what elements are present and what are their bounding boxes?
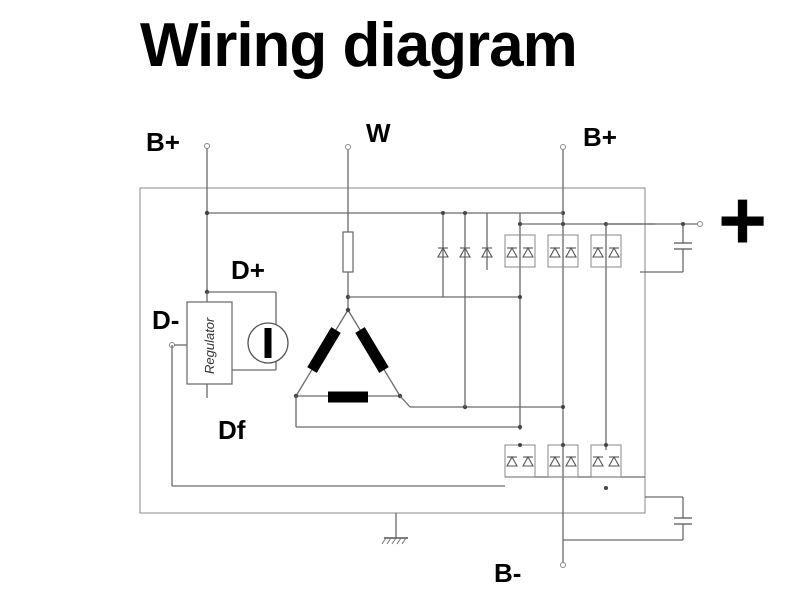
lower-diode-bridge [504, 405, 645, 490]
terminal-label-b-plus-right: B+ [583, 122, 617, 152]
terminal-w [345, 144, 351, 150]
terminal-label-df: Df [218, 415, 246, 445]
terminal-label-d-plus: D+ [231, 255, 265, 285]
terminal-b-plus-right [560, 144, 566, 150]
exciter-diodes [437, 211, 493, 407]
terminal-label-w: W [366, 118, 391, 148]
regulator-box [186, 301, 233, 385]
ground-icon [381, 513, 408, 545]
terminal-b-plus-left [204, 143, 210, 149]
terminal-label-b-minus: B- [494, 558, 522, 588]
regulator-label: Regulator [202, 317, 217, 374]
w-resistor [342, 231, 354, 273]
terminal-label-d-minus: D- [152, 305, 180, 335]
page-title: Wiring diagram [140, 11, 578, 80]
terminal-label-b-plus-left: B+ [146, 127, 180, 157]
plus-sign: + [718, 173, 768, 267]
alternator-housing [139, 187, 646, 514]
terminal-plus-output [697, 221, 703, 227]
upper-diode-bridge [504, 147, 655, 563]
stator-delta [293, 307, 403, 403]
terminal-b-minus [560, 562, 566, 568]
